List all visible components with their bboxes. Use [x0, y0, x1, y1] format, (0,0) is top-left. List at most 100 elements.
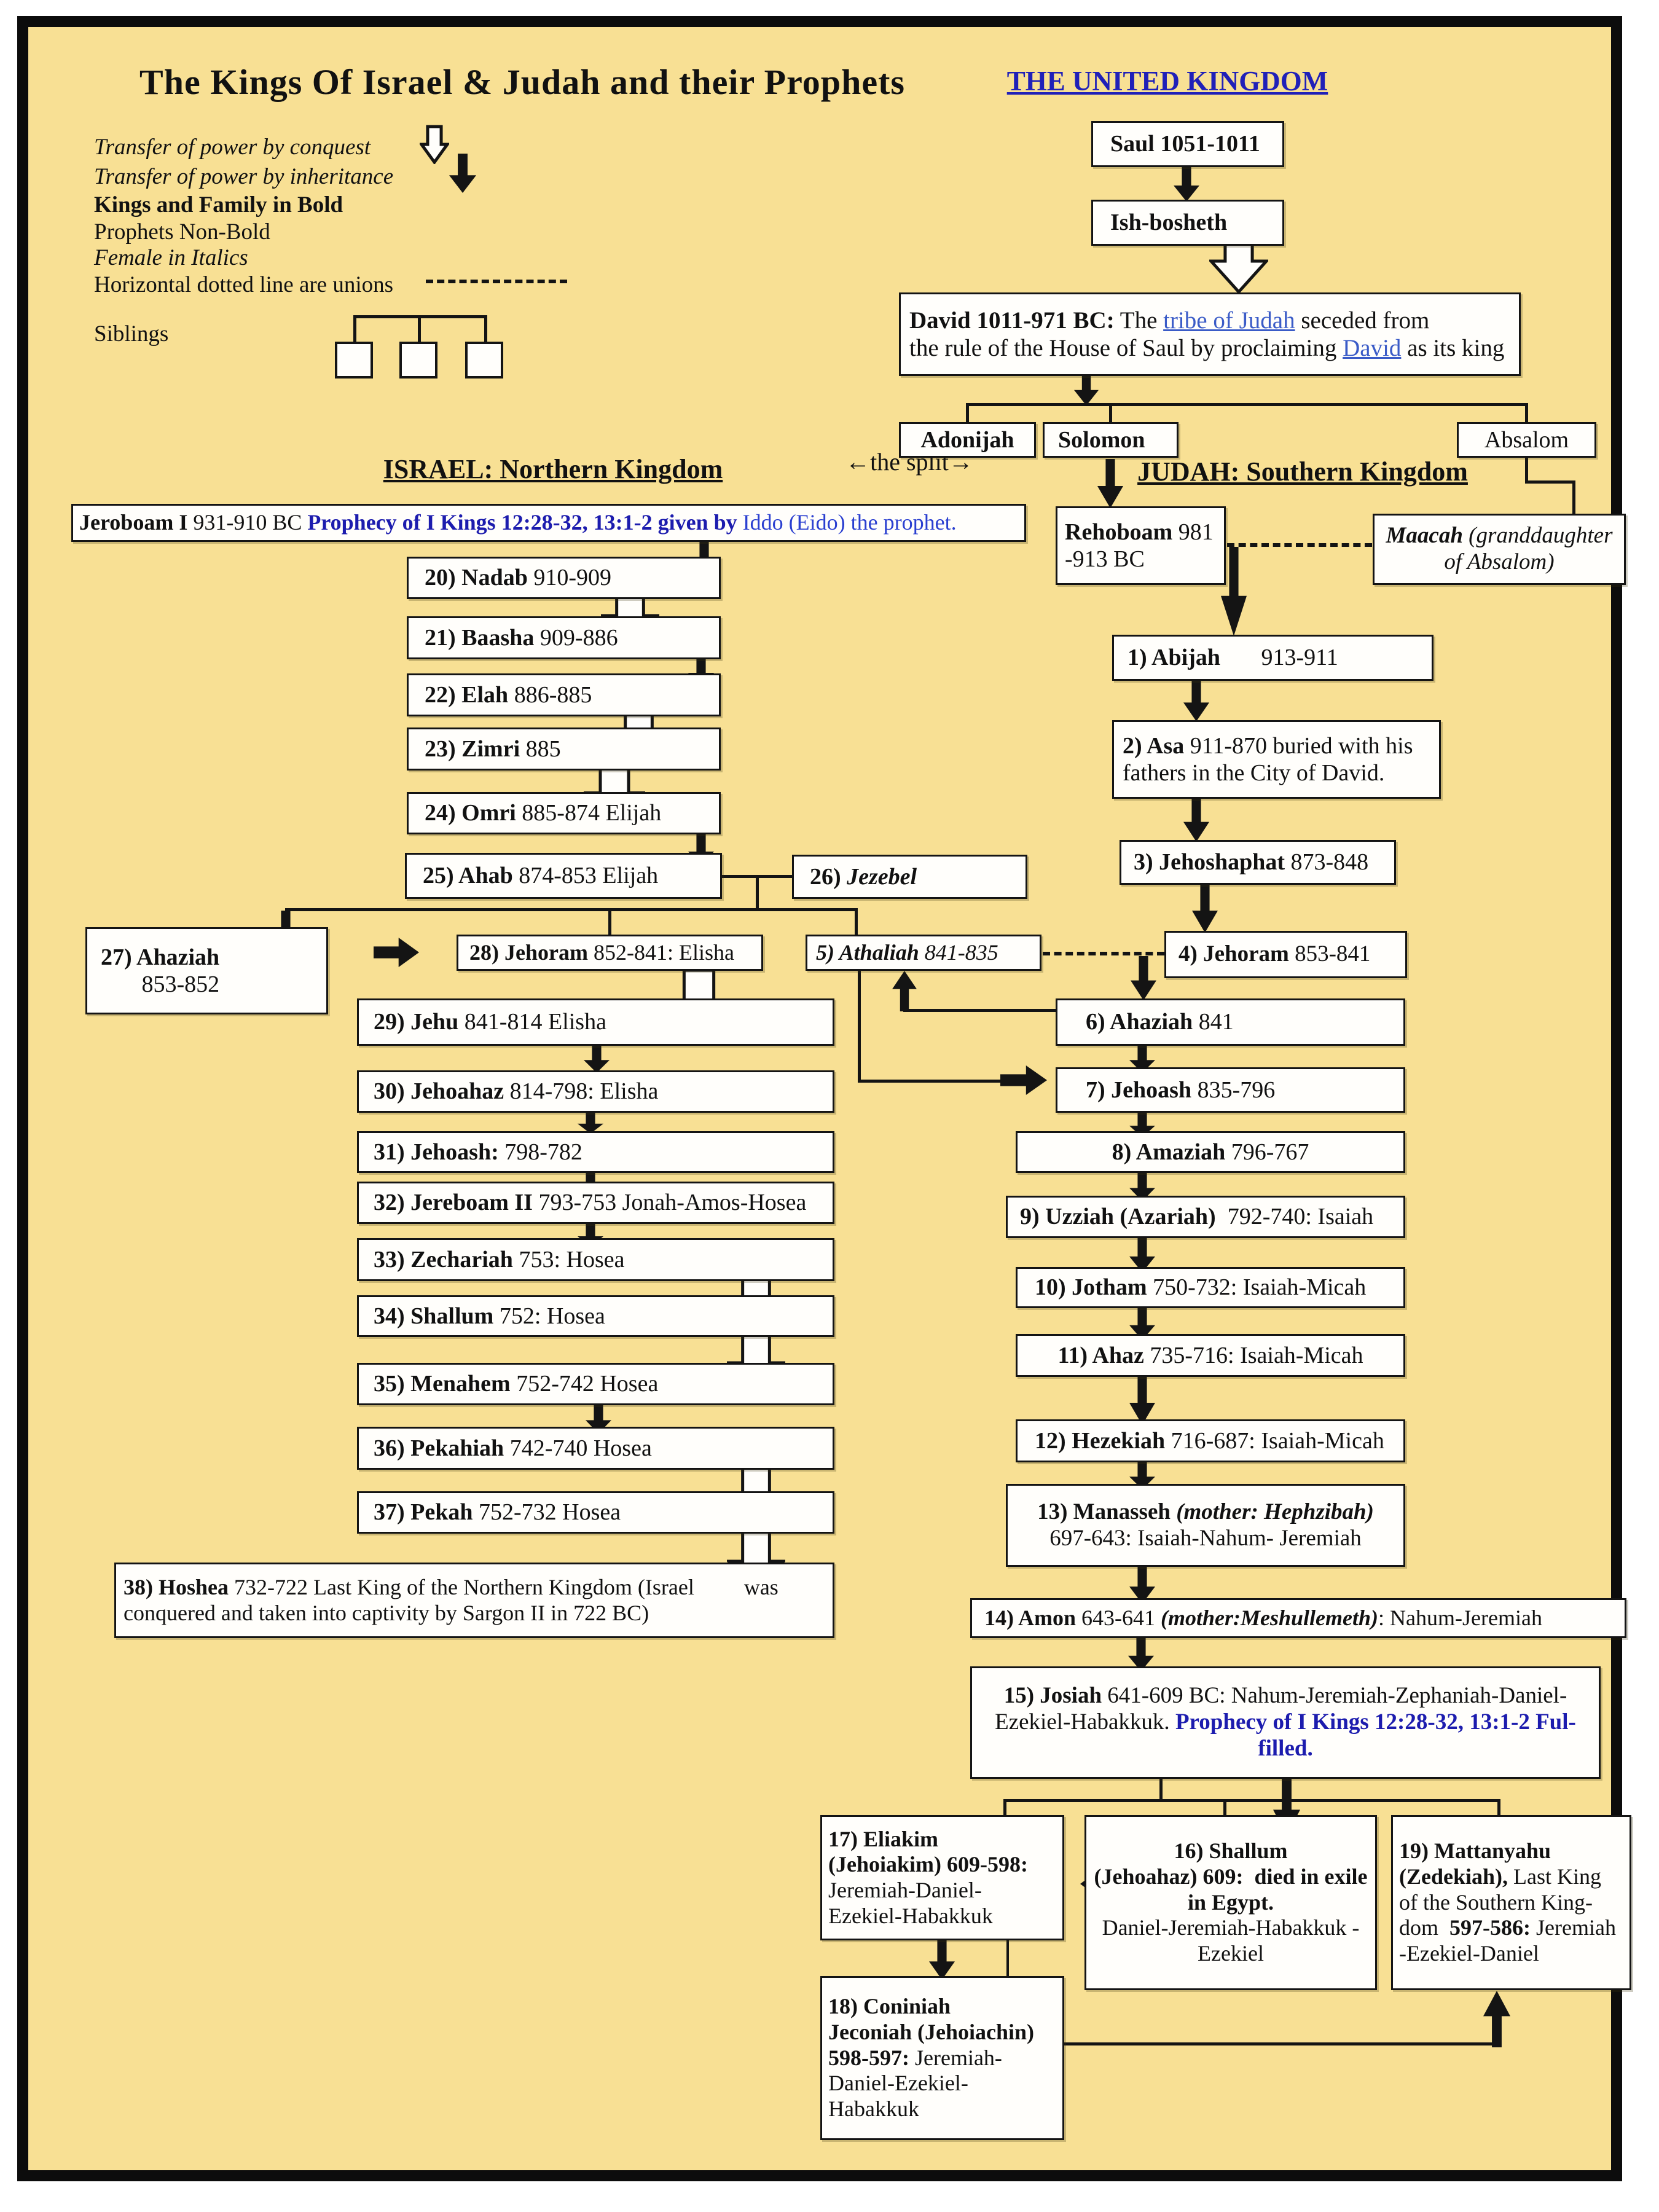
legend-siblings-label: Siblings — [94, 321, 169, 347]
node-text-segment: 5) Athaliah — [816, 939, 919, 965]
node-text-segment: seceded from the rule of the House of Sa… — [909, 307, 1430, 361]
node-n24: 24) Omri 885-874 Elijah — [407, 792, 721, 834]
transfer-right-arrow-icon — [374, 938, 419, 967]
node-j15: 15) Josiah 641-609 BC: Nahum-Jeremiah-Ze… — [970, 1666, 1601, 1779]
inheritance-arrow-icon — [1183, 680, 1209, 721]
node-text-segment: 30) Jehoahaz — [374, 1078, 504, 1105]
node-text-segment: Daniel-Jeremiah-Habakkuk -Ezekiel — [1102, 1915, 1360, 1966]
connector-line — [1003, 1799, 1006, 1818]
transfer-up-arrow-icon — [892, 971, 917, 1011]
node-text-segment: 29) Jehu — [374, 1009, 459, 1035]
node-text-segment: 32) Jereboam II — [374, 1190, 533, 1216]
inheritance-arrow-icon — [584, 1045, 610, 1073]
node-text-segment: 853-852 — [141, 971, 220, 997]
node-n30: 30) Jehoahaz 814-798: Elisha — [357, 1070, 834, 1113]
node-saul: Saul 1051-1011 — [1091, 121, 1284, 167]
node-text-segment: 15) Josiah — [1003, 1683, 1102, 1709]
inheritance-arrow-icon — [929, 1939, 955, 1980]
node-text-segment: 19) Mattanyahu (Zedekiah), — [1399, 1838, 1551, 1889]
connector-line — [1109, 403, 1112, 423]
node-text-segment: Iddo (Eido) the prophet. — [742, 510, 957, 535]
inheritance-arrow-icon — [1174, 166, 1199, 202]
node-text-segment: 793-753 Jonah-Amos-Hosea — [532, 1190, 807, 1216]
node-text-segment: 886-885 — [508, 681, 592, 708]
sibling-sample-stub — [353, 315, 356, 343]
node-n37: 37) Pekah 752-732 Hosea — [357, 1491, 834, 1534]
node-adonijah: Adonijah — [899, 422, 1036, 458]
connector-line — [1572, 480, 1575, 515]
union-dashed-line — [1227, 543, 1372, 547]
node-text-segment: 814-798: Elisha — [504, 1078, 659, 1105]
node-text-segment: 981 -913 BC — [1065, 519, 1214, 572]
node-text-segment: 909-886 — [534, 624, 618, 651]
israel-heading: ISRAEL: Northern Kingdom — [383, 454, 723, 484]
node-text-segment: 913-911 — [1220, 645, 1338, 671]
node-text-segment: Rehoboam — [1065, 519, 1173, 545]
union-dashed-line — [1043, 952, 1164, 955]
node-text-segment: 735-716: Isaiah-Micah — [1143, 1342, 1363, 1368]
node-n20: 20) Nadab 910-909 — [407, 557, 721, 599]
node-text-segment: 835-796 — [1191, 1077, 1276, 1103]
transfer-right-arrow-icon — [1000, 1065, 1047, 1095]
node-text-segment: 23) Zimri — [425, 735, 520, 762]
node-j8: 8) Amaziah 796-767 — [1016, 1131, 1405, 1173]
node-j16: 16) Shallum (Jehoahaz) 609: died in exil… — [1084, 1815, 1377, 1990]
legend-conquest-label: Transfer of power by conquest — [94, 135, 371, 160]
node-text-segment: Prophecy of I Kings 12:28-32, 13:1-2 giv… — [307, 510, 743, 535]
node-text-segment: 643-641 — [1076, 1605, 1161, 1630]
node-text-segment: 752-742 Hosea — [510, 1371, 659, 1397]
connector-line — [1525, 480, 1575, 484]
node-n5: 5) Athaliah 841-835 — [806, 935, 1041, 971]
connector-line — [1064, 2042, 1498, 2045]
node-n27: 27) Ahaziah 853-852 — [85, 927, 328, 1014]
node-j13: 13) Manasseh (mother: Hephzibah) 697-643… — [1006, 1484, 1405, 1567]
node-text-segment: 34) Shallum — [374, 1303, 494, 1329]
transfer-up-arrow-icon — [1483, 1991, 1510, 2047]
link-david-4[interactable]: David — [1343, 335, 1402, 361]
node-text-segment: 750-732: Isaiah-Micah — [1147, 1274, 1367, 1301]
node-text-segment: 2) Asa — [1123, 732, 1185, 759]
node-text-segment: 873-848 — [1285, 849, 1369, 876]
inheritance-arrow-icon — [1129, 1172, 1155, 1201]
node-text-segment: Solomon — [1058, 426, 1145, 453]
sibling-sample-stub — [484, 315, 487, 343]
page-title: The Kings Of Israel & Judah and their Pr… — [139, 62, 905, 102]
inheritance-arrow-icon — [449, 154, 476, 193]
node-text-segment: as its king — [1401, 335, 1505, 361]
node-text-segment: Adonijah — [920, 426, 1014, 453]
connector-line — [1525, 458, 1528, 484]
node-text-segment: Ish-bosheth — [1110, 210, 1228, 236]
inheritance-arrow-icon — [578, 1112, 603, 1134]
conquest-arrow-icon — [418, 125, 450, 165]
node-j2: 2) Asa 911-870 buried with his fathers i… — [1112, 720, 1441, 799]
node-text-segment: 852-841: Elisha — [587, 939, 734, 965]
node-j14: 14) Amon 643-641 (mother:Meshullemeth): … — [970, 1598, 1626, 1638]
node-n36: 36) Pekahiah 742-740 Hosea — [357, 1427, 834, 1470]
link-david-2[interactable]: tribe of Judah — [1163, 307, 1295, 334]
inheritance-arrow-icon — [1097, 459, 1123, 508]
node-text-segment: 874-853 Elijah — [512, 863, 659, 889]
inheritance-arrow-icon — [1131, 956, 1156, 1000]
node-text-segment: 16) Shallum — [1174, 1838, 1288, 1864]
inheritance-arrow-icon — [1129, 1461, 1155, 1489]
node-text-segment: 796-767 — [1225, 1139, 1309, 1165]
connector-line — [1525, 403, 1528, 423]
connector-line — [756, 875, 759, 911]
sibling-sample-box — [335, 342, 373, 378]
inheritance-arrow-icon — [1129, 1112, 1155, 1137]
united-kingdom-heading[interactable]: THE UNITED KINGDOM — [1006, 66, 1328, 96]
node-text-segment: 853-841 — [1288, 941, 1371, 967]
node-text-segment: 27) Ahaziah — [101, 944, 220, 970]
node-text-segment: Jeremiah- Daniel-Ezekiel- Habakkuk — [828, 2045, 1002, 2122]
legend-prophets-label: Prophets Non-Bold — [94, 219, 270, 245]
node-text-segment: 911-870 buried with his fathers in the C… — [1123, 732, 1419, 786]
node-text-segment: Prophecy of I Kings 12:28-32, 13:1-2 Ful… — [1175, 1709, 1576, 1761]
inheritance-arrow-icon — [1129, 1237, 1155, 1273]
node-j3: 3) Jehoshaphat 873-848 — [1120, 840, 1396, 885]
node-text-segment: 13) Manasseh — [1037, 1499, 1177, 1524]
node-text-segment: (mother: Hephzibah) — [1176, 1499, 1374, 1524]
node-text-segment: 841-814 Elisha — [458, 1009, 606, 1035]
node-text-segment: Maacah — [1386, 523, 1463, 549]
node-n25: 25) Ahab 874-853 Elijah — [405, 853, 722, 899]
